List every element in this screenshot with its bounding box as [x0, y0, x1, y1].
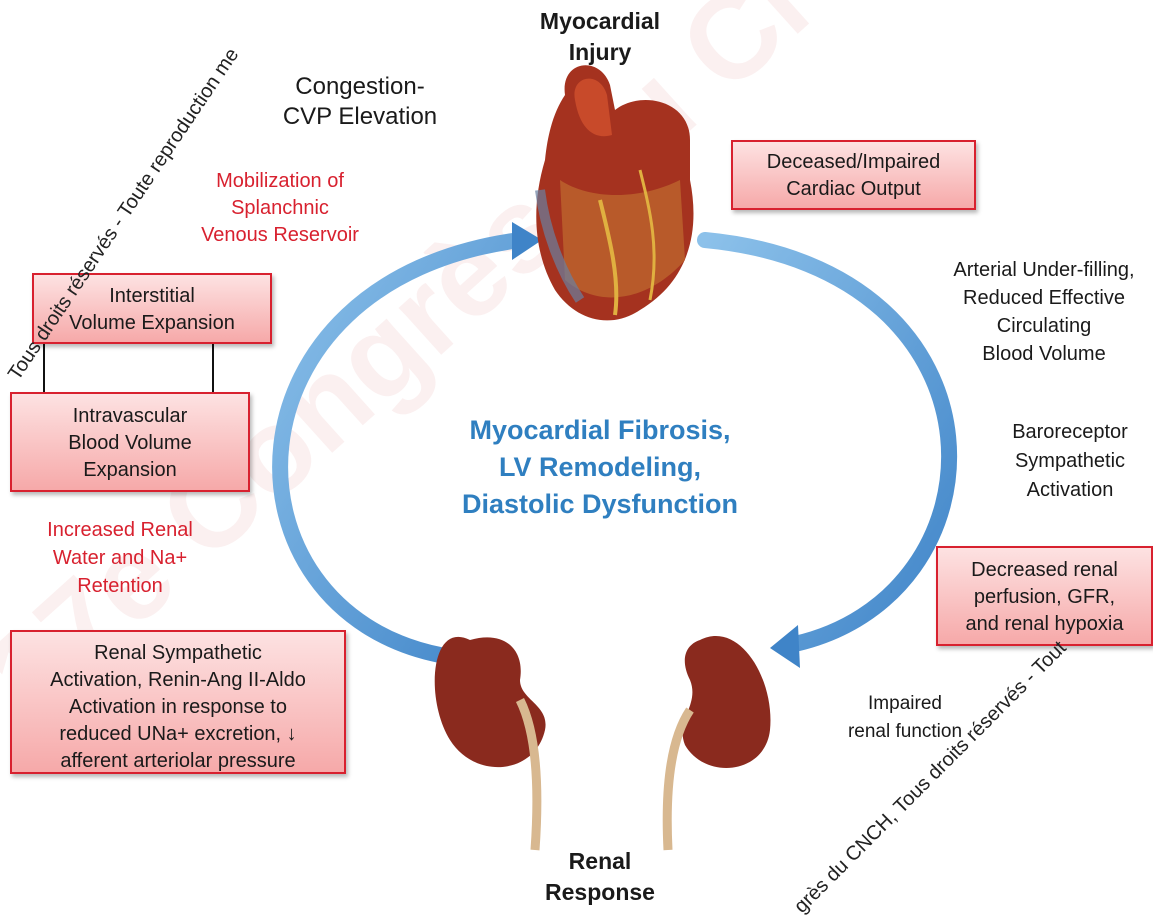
- renal-perfusion-box: Decreased renal perfusion, GFR, and rena…: [936, 546, 1153, 646]
- cardiac-output-box: Deceased/Impaired Cardiac Output: [731, 140, 976, 210]
- renal-sympathetic-line-1: Renal Sympathetic: [12, 640, 344, 667]
- congestion-label: Congestion- CVP Elevation: [250, 72, 470, 132]
- renal-sympathetic-line-4: reduced UNa+ excretion, ↓: [12, 721, 344, 748]
- arterial-underfilling-label: Arterial Under-filling, Reduced Effectiv…: [935, 256, 1153, 368]
- mobilization-line-2: Splanchnic: [170, 195, 390, 222]
- renal-sympathetic-line-5: afferent arteriolar pressure: [12, 748, 344, 775]
- arterial-line-2: Reduced Effective: [935, 284, 1153, 312]
- cardiac-output-line-2: Cardiac Output: [733, 176, 974, 203]
- increased-renal-label: Increased Renal Water and Na+ Retention: [20, 516, 220, 600]
- increased-renal-line-1: Increased Renal: [20, 516, 220, 544]
- center-text: Myocardial Fibrosis, LV Remodeling, Dias…: [400, 412, 800, 523]
- mobilization-line-1: Mobilization of: [170, 168, 390, 195]
- right-arrow-head: [770, 625, 800, 668]
- increased-renal-line-3: Retention: [20, 572, 220, 600]
- mobilization-label: Mobilization of Splanchnic Venous Reserv…: [170, 168, 390, 249]
- left-kidney-icon: [435, 637, 546, 850]
- intravascular-line-2: Blood Volume: [12, 430, 248, 457]
- baroreceptor-line-1: Baroreceptor: [990, 418, 1150, 447]
- arterial-line-4: Blood Volume: [935, 340, 1153, 368]
- renal-perfusion-line-3: and renal hypoxia: [938, 611, 1151, 638]
- center-line-2: LV Remodeling,: [400, 449, 800, 486]
- congestion-line-2: CVP Elevation: [250, 102, 470, 132]
- bottom-heading: Renal Response: [500, 846, 700, 908]
- increased-renal-line-2: Water and Na+: [20, 544, 220, 572]
- center-line-3: Diastolic Dysfunction: [400, 486, 800, 523]
- top-heading-line-1: Myocardial: [500, 6, 700, 37]
- top-heading: Myocardial Injury: [500, 6, 700, 68]
- impaired-renal-line-1: Impaired: [820, 690, 990, 718]
- arterial-line-3: Circulating: [935, 312, 1153, 340]
- intravascular-line-3: Expansion: [12, 457, 248, 484]
- center-line-1: Myocardial Fibrosis,: [400, 412, 800, 449]
- mobilization-line-3: Venous Reservoir: [170, 222, 390, 249]
- intravascular-box: Intravascular Blood Volume Expansion: [10, 392, 250, 492]
- heart-icon: [536, 65, 693, 320]
- baroreceptor-line-2: Sympathetic: [990, 447, 1150, 476]
- baroreceptor-line-3: Activation: [990, 476, 1150, 505]
- bottom-heading-line-2: Response: [500, 877, 700, 908]
- renal-sympathetic-line-2: Activation, Renin-Ang II-Aldo: [12, 667, 344, 694]
- right-kidney-icon: [667, 636, 770, 850]
- baroreceptor-label: Baroreceptor Sympathetic Activation: [990, 418, 1150, 505]
- intravascular-line-1: Intravascular: [12, 403, 248, 430]
- arterial-line-1: Arterial Under-filling,: [935, 256, 1153, 284]
- top-heading-line-2: Injury: [500, 37, 700, 68]
- renal-perfusion-line-2: perfusion, GFR,: [938, 584, 1151, 611]
- congestion-line-1: Congestion-: [250, 72, 470, 102]
- bottom-heading-line-1: Renal: [500, 846, 700, 877]
- cardiac-output-line-1: Deceased/Impaired: [733, 149, 974, 176]
- renal-sympathetic-box: Renal Sympathetic Activation, Renin-Ang …: [10, 630, 346, 774]
- renal-perfusion-line-1: Decreased renal: [938, 557, 1151, 584]
- renal-sympathetic-line-3: Activation in response to: [12, 694, 344, 721]
